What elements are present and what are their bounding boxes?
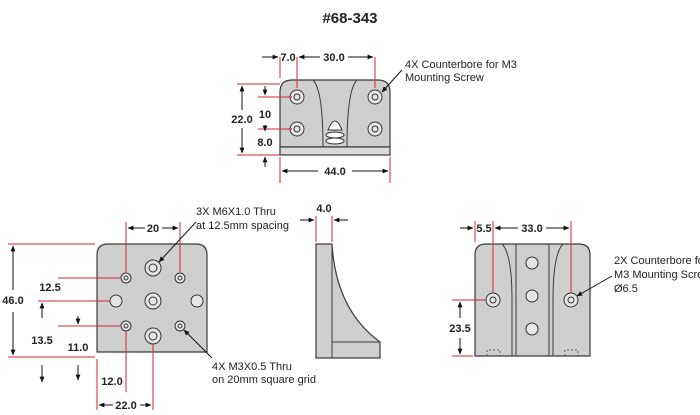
part-number-title: #68-343: [322, 10, 377, 27]
m3-note-line1: 4X M3X0.5 Thru: [212, 361, 292, 373]
counterbore-hole: [485, 292, 501, 308]
center-hole: [525, 289, 539, 303]
top-view: 7.0 30.0 4X Counterbore for M3 Mounting …: [231, 52, 517, 183]
dim-vspacing-10: 10: [259, 109, 271, 121]
dim-height-22: 22.0: [231, 114, 252, 126]
back-note-line1: 2X Counterbore for: [614, 255, 700, 267]
side-view-body: [315, 243, 381, 359]
center-hole: [525, 256, 539, 270]
back-note-line2: M3 Mounting Screw: [614, 269, 700, 281]
m6-thru-hole: [144, 259, 162, 277]
counterbore-note-line1: 4X Counterbore for M3: [405, 59, 517, 71]
dim-spacing-30: 30.0: [323, 52, 344, 64]
dim-22: 22.0: [115, 400, 136, 412]
center-relief-icon: [327, 120, 343, 131]
m3-thru-hole: [174, 320, 186, 332]
dim-13-5: 13.5: [31, 335, 52, 347]
counterbore-note-line2: Mounting Screw: [405, 72, 484, 84]
dim-edge-5-5: 5.5: [476, 223, 491, 235]
dim-thickness-4: 4.0: [316, 203, 331, 215]
side-view: 4.0: [300, 203, 381, 359]
back-view: 5.5 33.0 23.5 2X Counterbore for M3 Moun…: [449, 221, 700, 357]
counterbore-hole: [289, 121, 305, 137]
back-note-line3: Ø6.5: [614, 283, 638, 295]
front-view: 20 3X M6X1.0 Thru at 12.5mm spacing 4X M…: [2, 206, 316, 412]
top-view-base: [279, 146, 391, 156]
m6-thru-hole: [144, 292, 162, 310]
dim-spacing-33: 33.0: [521, 223, 542, 235]
dim-width-44: 44.0: [324, 166, 345, 178]
side-hole: [109, 294, 123, 308]
counterbore-hole: [563, 292, 579, 308]
center-hole: [525, 322, 539, 336]
m3-note-line2: on 20mm square grid: [212, 374, 316, 386]
m3-thru-hole: [120, 320, 132, 332]
top-view-body: [279, 79, 391, 148]
dim-11: 11.0: [68, 342, 89, 354]
m6-note-line2: at 12.5mm spacing: [196, 220, 289, 232]
dim-spacing-20: 20: [147, 223, 159, 235]
m6-thru-hole: [144, 327, 162, 345]
dim-height-23-5: 23.5: [449, 323, 470, 335]
dim-12: 12.0: [101, 376, 122, 388]
dim-base-8: 8.0: [257, 137, 272, 149]
dim-edge-7: 7.0: [280, 52, 295, 64]
counterbore-hole: [289, 89, 305, 105]
side-hole: [190, 294, 204, 308]
m3-thru-hole: [174, 272, 186, 284]
counterbore-hole: [367, 89, 383, 105]
counterbore-hole: [367, 121, 383, 137]
m3-thru-hole: [120, 272, 132, 284]
dim-height-46: 46.0: [2, 295, 23, 307]
dim-12-5: 12.5: [39, 282, 60, 294]
m6-note-line1: 3X M6X1.0 Thru: [196, 206, 276, 218]
